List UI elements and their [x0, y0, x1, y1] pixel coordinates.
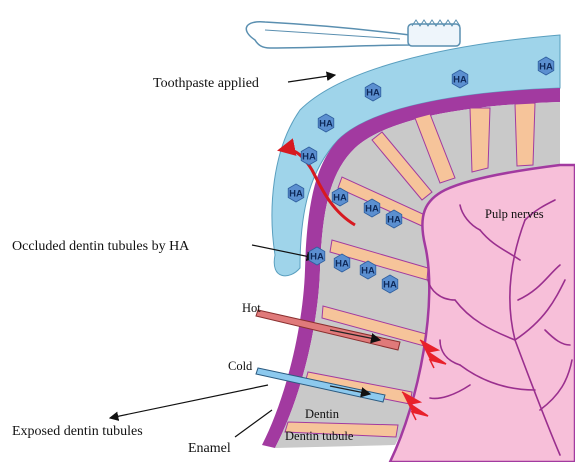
exposed-leader: [110, 385, 268, 418]
ha-particle: HA: [538, 57, 554, 75]
ha-label: HA: [361, 265, 375, 276]
ha-particle: HA: [318, 114, 334, 132]
ha-label: HA: [453, 74, 467, 85]
ha-particle: HA: [334, 254, 350, 272]
ha-particle: HA: [365, 83, 381, 101]
ha-label: HA: [366, 87, 380, 98]
dentin-tubule-label: Dentin tubule: [285, 429, 354, 443]
toothbrush-icon: [246, 20, 460, 48]
exposed-label: Exposed dentin tubules: [12, 424, 143, 439]
dentin-label: Dentin: [305, 407, 340, 421]
hot-label: Hot: [242, 301, 261, 315]
ha-label: HA: [310, 251, 324, 262]
ha-particle: HA: [452, 70, 468, 88]
ha-label: HA: [333, 192, 347, 203]
ha-label: HA: [383, 279, 397, 290]
enamel-leader: [235, 410, 272, 437]
cold-label: Cold: [228, 359, 253, 373]
ha-label: HA: [387, 214, 401, 225]
toothpaste-leader: [288, 75, 335, 82]
ha-label: HA: [539, 61, 553, 72]
ha-particle: HA: [364, 199, 380, 217]
ha-label: HA: [365, 203, 379, 214]
enamel-label: Enamel: [188, 441, 231, 456]
ha-particle: HA: [382, 275, 398, 293]
occluded-label: Occluded dentin tubules by HA: [12, 239, 190, 254]
ha-label: HA: [319, 118, 333, 129]
ha-particle: HA: [386, 210, 402, 228]
ha-label: HA: [289, 188, 303, 199]
ha-label: HA: [302, 151, 316, 162]
ha-particle: HA: [309, 247, 325, 265]
ha-particle: HA: [288, 184, 304, 202]
ha-particle: HA: [301, 147, 317, 165]
ha-particle: HA: [332, 188, 348, 206]
toothpaste-label: Toothpaste applied: [153, 76, 259, 91]
ha-label: HA: [335, 258, 349, 269]
ha-particle: HA: [360, 261, 376, 279]
pulp-nerves-label: Pulp nerves: [485, 207, 544, 221]
